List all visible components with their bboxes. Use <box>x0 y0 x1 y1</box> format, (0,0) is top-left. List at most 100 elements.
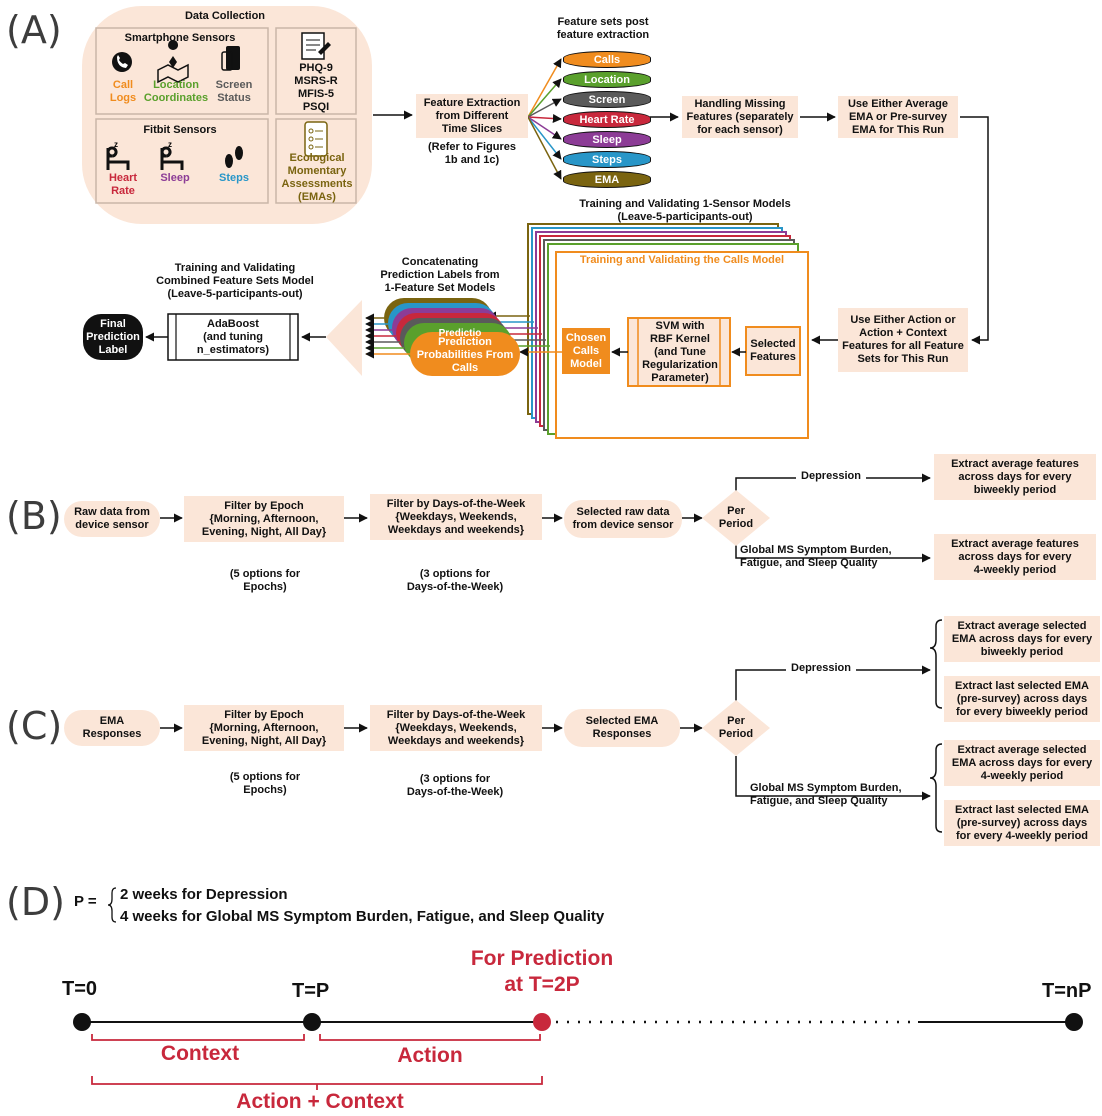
prediction-back-label: Predictio <box>438 328 482 339</box>
extract-biweekly-box-b: Extract average features across days for… <box>934 454 1096 500</box>
steps-label: Steps <box>219 172 249 184</box>
filter-days-box-c: Filter by Days-of-the-Week {Weekdays, We… <box>370 705 542 751</box>
last-4weekly-box: Extract last selected EMA (pre-survey) a… <box>944 800 1100 846</box>
ema-label: Ecological Momentary Assessments (EMAs) <box>281 152 353 203</box>
surveys-frame <box>275 27 357 115</box>
survey-document-icon <box>301 32 331 60</box>
training-1sensor-title: Training and Validating 1-Sensor Models … <box>579 198 791 223</box>
panel-label-a: (A) <box>6 8 62 52</box>
feature-set-steps: Steps <box>563 151 651 168</box>
extract-4weekly-box-b: Extract average features across days for… <box>934 534 1096 580</box>
use-either-ema-box: Use Either Average EMA or Pre-survey EMA… <box>838 96 958 138</box>
t2p-dot <box>533 1013 551 1031</box>
training-combined-title: Training and Validating Combined Feature… <box>156 262 314 300</box>
epoch-options-b: (5 options for Epochs) <box>229 568 301 593</box>
context-label: Context <box>160 1042 240 1065</box>
sleep-bed-icon: z <box>160 140 184 170</box>
timeline <box>73 1013 1083 1090</box>
svg-text:z: z <box>114 140 118 149</box>
t0-dot <box>73 1013 91 1031</box>
per-period-diamond-c <box>702 700 770 756</box>
p-brace <box>107 887 117 923</box>
selected-features-frame <box>745 326 801 376</box>
per-period-c: Per Period <box>718 715 754 740</box>
days-options-c: (3 options for Days-of-the-Week) <box>406 773 504 798</box>
location-label: Location Coordinates <box>143 79 209 104</box>
adaboost-label: AdaBoost (and tuning n_estimators) <box>196 318 270 356</box>
tnp-dot <box>1065 1013 1083 1031</box>
screen-label: Screen Status <box>215 79 253 104</box>
panel-c-arrows <box>160 619 943 833</box>
global-label-c: Global MS Symptom Burden, Fatigue, and S… <box>750 782 902 807</box>
final-label-frame <box>83 314 143 360</box>
fitbit-group-frame <box>95 118 269 204</box>
action-label: Action <box>397 1044 463 1067</box>
location-map-icon <box>157 40 189 84</box>
feature-extraction-box: Feature Extraction from Different Time S… <box>416 94 528 138</box>
final-prediction-label: Final Prediction Label <box>86 318 140 356</box>
concatenating-label: Concatenating Prediction Labels from 1-F… <box>380 256 500 294</box>
prediction-probabilities-label: Prediction Probabilities From Calls <box>416 336 514 374</box>
feature-set-ema: EMA <box>563 171 651 188</box>
filter-days-box-b: Filter by Days-of-the-Week {Weekdays, We… <box>370 494 542 540</box>
selected-raw-box: Selected raw data from device sensor <box>564 500 682 538</box>
days-options-b: (3 options for Days-of-the-Week) <box>406 568 504 593</box>
ema-phone-icon <box>304 121 328 157</box>
adaboost-frame <box>167 313 299 361</box>
t0-label: T=0 <box>62 978 98 1000</box>
svm-label: SVM with RBF Kernel (and Tune Regulariza… <box>642 320 718 384</box>
concat-funnel <box>326 300 362 376</box>
chosen-calls-model-box: Chosen Calls Model <box>562 328 610 374</box>
calls-model-title: Training and Validating the Calls Model <box>579 254 785 266</box>
heart-rate-label: Heart Rate <box>108 172 138 197</box>
selected-features-label: Selected Features <box>750 338 796 363</box>
tp-dot <box>303 1013 321 1031</box>
for-prediction-label: For Prediction at T=2P <box>470 947 614 996</box>
global-label-b: Global MS Symptom Burden, Fatigue, and S… <box>740 544 892 569</box>
heart-rate-bed-icon: z <box>106 140 130 170</box>
p-equals: P = <box>74 893 97 910</box>
epoch-options-c: (5 options for Epochs) <box>229 771 301 796</box>
per-period-diamond-b <box>702 490 770 546</box>
depression-label-b: Depression <box>796 470 866 483</box>
depression-label-c: Depression <box>786 662 856 675</box>
last-biweekly-box: Extract last selected EMA (pre-survey) a… <box>944 676 1100 722</box>
feature-set-sleep: Sleep <box>563 131 651 148</box>
refer-figures-note: (Refer to Figures 1b and 1c) <box>427 141 516 166</box>
filter-epoch-box-c: Filter by Epoch {Morning, Afternoon, Eve… <box>184 705 344 751</box>
panel-label-c: (C) <box>6 704 63 748</box>
fan-arrows <box>527 58 562 180</box>
action-context-label: Action + Context <box>236 1090 404 1113</box>
data-collection-title: Data Collection <box>184 10 266 22</box>
call-logs-label: Call Logs <box>109 79 137 104</box>
data-collection-blob <box>82 6 372 224</box>
p-global: 4 weeks for Global MS Symptom Burden, Fa… <box>120 908 605 925</box>
phone-icon <box>112 52 132 72</box>
use-either-action-box: Use Either Action or Action + Context Fe… <box>838 308 968 372</box>
ema-frame <box>275 118 357 204</box>
feature-set-calls: Calls <box>563 51 651 68</box>
per-period-b: Per Period <box>718 505 754 530</box>
filter-epoch-box-b: Filter by Epoch {Morning, Afternoon, Eve… <box>184 496 344 542</box>
handling-missing-box: Handling Missing Features (separately fo… <box>682 96 798 138</box>
avg-biweekly-box: Extract average selected EMA across days… <box>944 616 1100 662</box>
p-depression: 2 weeks for Depression <box>120 886 288 903</box>
tp-label: T=P <box>292 980 330 1002</box>
panel-label-d: (D) <box>6 880 65 924</box>
tnp-label: T=nP <box>1042 980 1092 1002</box>
raw-data-box: Raw data from device sensor <box>64 501 160 537</box>
footsteps-icon <box>225 146 243 168</box>
screen-icon <box>221 46 240 71</box>
smartphone-group-frame <box>95 27 269 115</box>
surveys-list: PHQ-9 MSRS-R MFIS-5 PSQI <box>294 62 338 113</box>
panel-label-b: (B) <box>6 494 62 538</box>
ema-responses-box: EMA Responses <box>64 710 160 746</box>
feature-sets-title: Feature sets post feature extraction <box>556 16 650 41</box>
prediction-pill-stack <box>384 298 520 376</box>
svg-text:z: z <box>168 140 172 149</box>
fitbit-sensors-title: Fitbit Sensors <box>143 124 217 136</box>
feature-set-heart-rate: Heart Rate <box>563 111 651 128</box>
sleep-label: Sleep <box>160 172 190 184</box>
